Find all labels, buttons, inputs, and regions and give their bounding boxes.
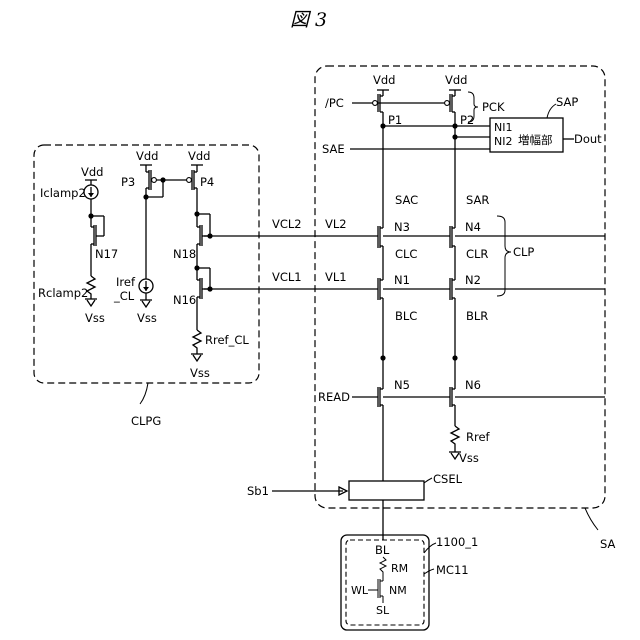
sap-label: SAP <box>556 95 578 109</box>
vss-rclamp-arrow <box>87 300 95 306</box>
rm-resistor <box>380 557 386 581</box>
vss-label-rref-cl: Vss <box>190 366 210 380</box>
p1-label: P1 <box>388 113 402 127</box>
nm-transistor <box>368 579 383 603</box>
bl-label: BL <box>375 543 390 557</box>
sa-box <box>315 66 605 508</box>
node-dot <box>452 134 457 139</box>
p2-transistor <box>445 90 461 112</box>
sar-label: SAR <box>466 193 489 207</box>
n3-transistor <box>378 226 383 248</box>
cell-block-leader <box>424 543 436 553</box>
blr-label: BLR <box>466 309 488 323</box>
clpg-label: CLPG <box>131 414 161 428</box>
dout-label: Dout <box>574 132 602 146</box>
p1-transistor <box>373 90 389 112</box>
clp-brace <box>497 216 511 296</box>
vdd-label-p4: Vdd <box>188 149 210 163</box>
rref-resistor <box>451 426 459 452</box>
ni1-label: NI1 <box>494 121 512 134</box>
sa-leader <box>585 508 598 530</box>
csel-box <box>349 481 424 500</box>
sb1-label: Sb1 <box>247 484 269 498</box>
iref-cl-label-2: _CL <box>113 289 135 303</box>
blc-label: BLC <box>395 309 417 323</box>
n1-transistor <box>378 278 383 300</box>
p3-label: P3 <box>121 175 135 189</box>
vcl2-label: VCL2 <box>272 217 302 231</box>
sl-label: SL <box>376 604 390 617</box>
vl2-label: VL2 <box>325 217 347 231</box>
nm-label: NM <box>389 584 407 597</box>
vdd-label-p2: Vdd <box>445 73 467 87</box>
rref-cl-label: Rref_CL <box>205 333 249 347</box>
n17-transistor <box>91 225 104 246</box>
vdd-label-iclamp: Vdd <box>81 165 103 179</box>
vss-label-rclamp: Vss <box>85 311 105 325</box>
iref-cl-label-1: Iref <box>116 275 136 289</box>
node-dot <box>194 211 199 216</box>
p4-label: P4 <box>200 175 214 189</box>
sac-label: SAC <box>395 193 418 207</box>
rref-label: Rref <box>466 430 491 444</box>
p3-transistor <box>140 165 156 190</box>
vss-label-iref: Vss <box>137 311 157 325</box>
csel-leader <box>424 478 432 483</box>
node-dot <box>207 286 212 291</box>
iclamp2-label: Iclamp2 <box>40 186 86 200</box>
vss-iref-arrow <box>142 301 150 307</box>
sae-label: SAE <box>322 142 345 156</box>
node-dot <box>380 355 385 360</box>
figure-title: 図 3 <box>290 9 327 31</box>
n2-transistor <box>450 278 455 300</box>
pck-label: PCK <box>482 100 505 114</box>
rm-label: RM <box>391 562 408 575</box>
n2-label: N2 <box>465 273 481 287</box>
clc-label: CLC <box>395 247 417 261</box>
n1-label: N1 <box>394 273 410 287</box>
cell-block-label: 1100_1 <box>436 535 478 549</box>
read-label: READ <box>318 390 350 404</box>
n5-transistor <box>378 387 383 407</box>
node-dot <box>207 233 212 238</box>
n17-label: N17 <box>95 247 118 261</box>
node-dot <box>160 177 165 182</box>
iclamp-arrow-head <box>88 193 94 197</box>
mc11-label: MC11 <box>436 563 469 577</box>
node-dot <box>88 213 93 218</box>
vl1-label: VL1 <box>325 270 347 284</box>
iref-arrow-head <box>143 287 149 291</box>
sap-leader <box>547 104 556 118</box>
ni2-label: NI2 <box>494 135 512 148</box>
n16-label: N16 <box>173 293 196 307</box>
csel-label: CSEL <box>433 472 463 486</box>
pc-bar-label: /PC <box>325 96 344 110</box>
wl-label: WL <box>351 584 369 597</box>
vss-rref-cl-arrow <box>193 355 201 361</box>
vcl1-label: VCL1 <box>272 270 302 284</box>
clr-label: CLR <box>466 247 488 261</box>
n5-label: N5 <box>394 378 410 392</box>
clpg-leader <box>140 383 148 404</box>
node-dot <box>452 355 457 360</box>
vss-arrow <box>451 453 459 459</box>
vss-label-rref: Vss <box>459 451 479 465</box>
n6-transistor <box>450 387 455 407</box>
amp-label: 増幅部 <box>518 133 553 147</box>
node-dot <box>194 265 199 270</box>
n6-label: N6 <box>465 378 481 392</box>
sa-label: SA <box>600 537 616 551</box>
rclamp2-label: Rclamp2 <box>38 286 88 300</box>
vdd-label-p1: Vdd <box>373 73 395 87</box>
vdd-label-p3: Vdd <box>136 149 158 163</box>
clp-label: CLP <box>513 245 534 259</box>
n4-transistor <box>450 226 455 248</box>
p2-label: P2 <box>460 113 474 127</box>
n4-label: N4 <box>465 220 481 234</box>
n18-label: N18 <box>173 247 196 261</box>
n3-label: N3 <box>394 220 410 234</box>
rref-cl-resistor <box>193 330 201 354</box>
